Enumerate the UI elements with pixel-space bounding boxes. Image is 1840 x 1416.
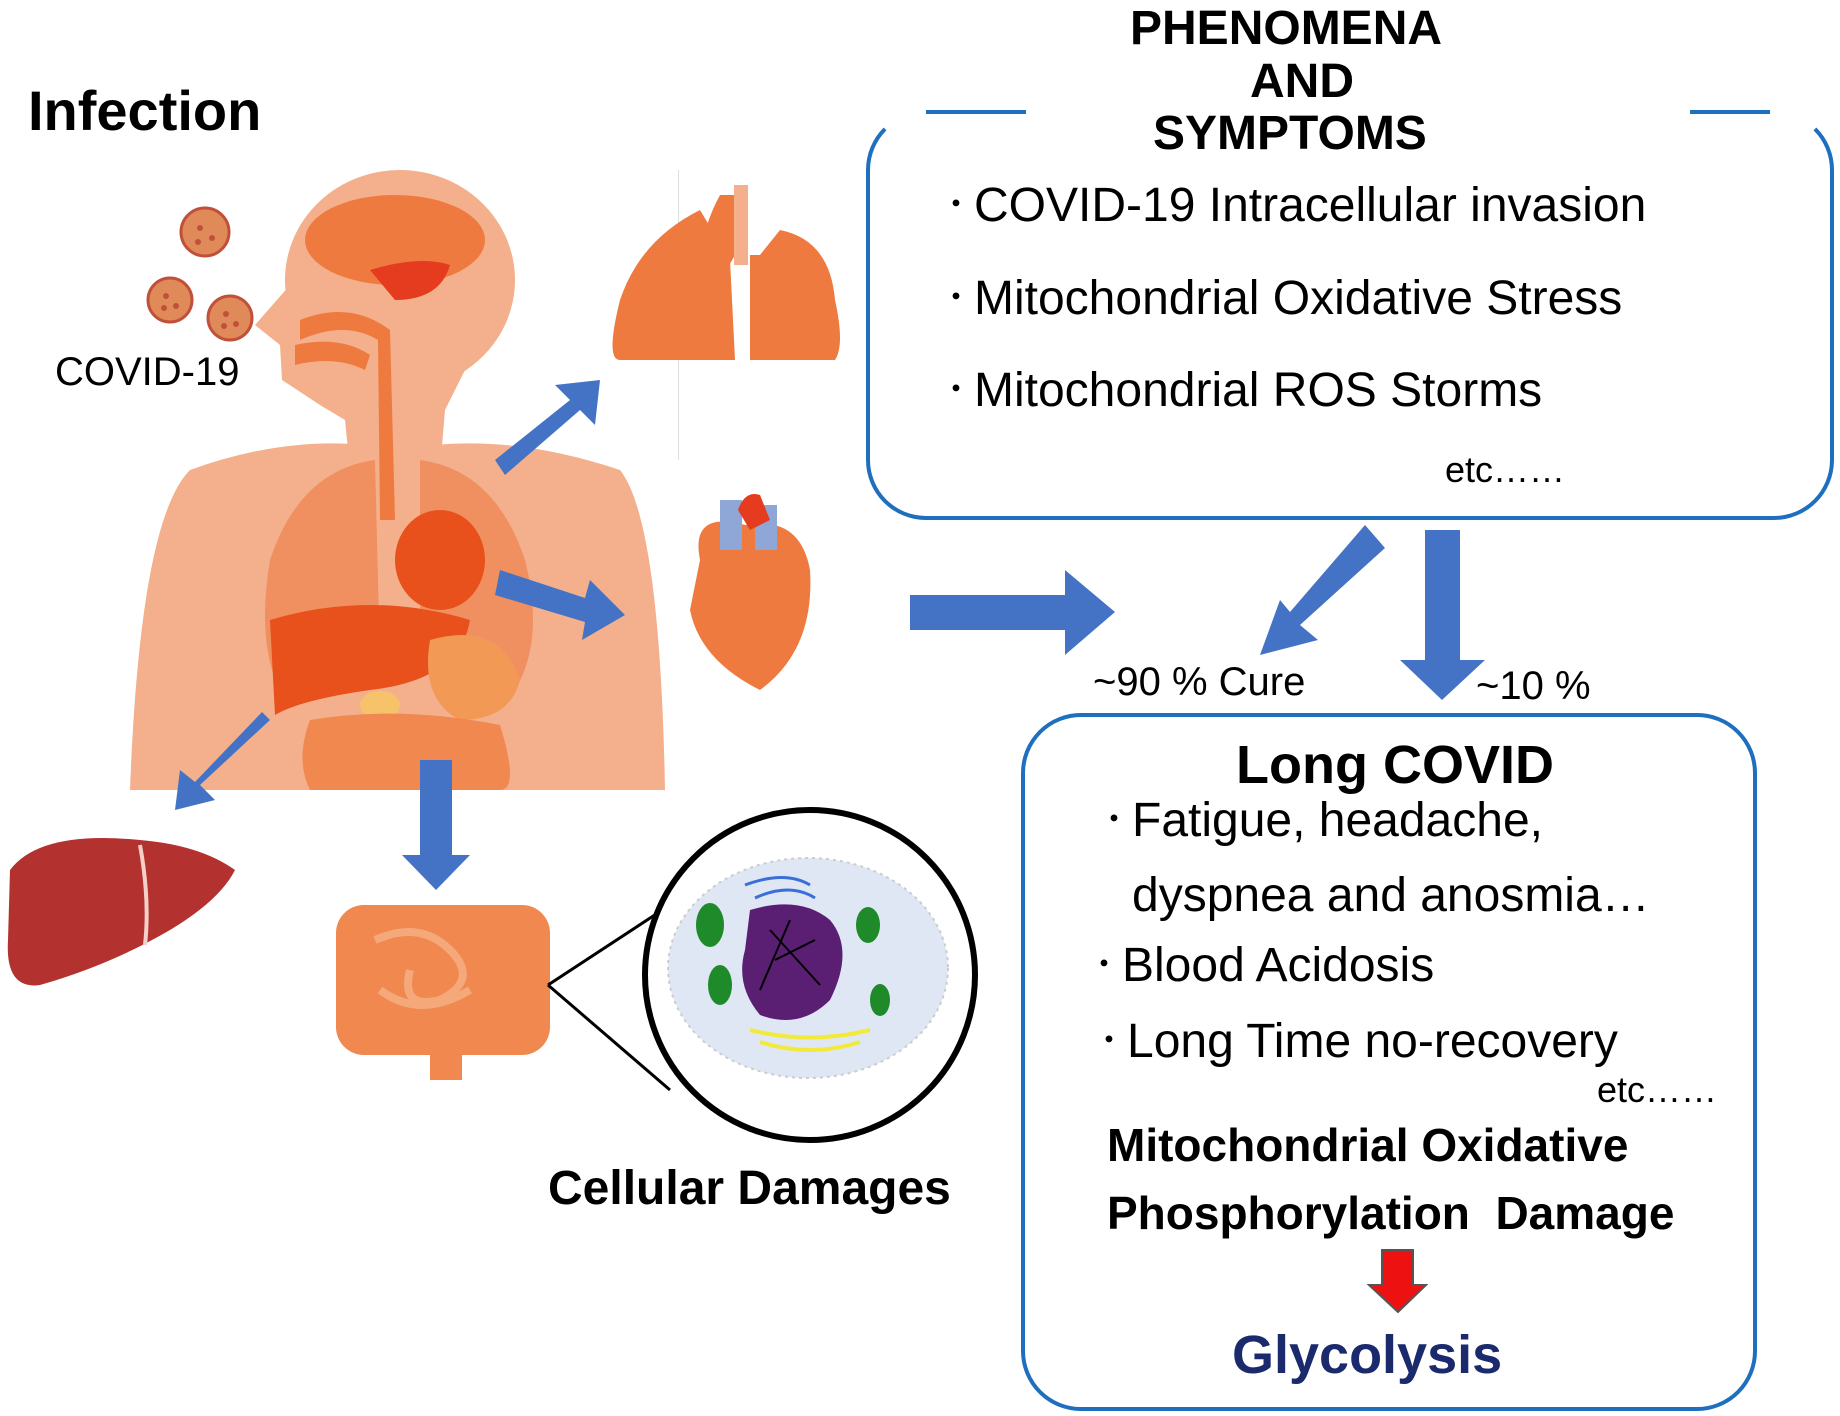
cure-label: ~90 % Cure bbox=[1093, 660, 1306, 704]
phenomena-bullet-2: ・Mitochondrial Oxidative Stress bbox=[940, 272, 1623, 325]
phenomena-box-top-left bbox=[926, 110, 1026, 114]
long-covid-bullet-3: ・Long Time no-recovery bbox=[1093, 1015, 1618, 1068]
long-covid-etc: etc…… bbox=[1597, 1069, 1718, 1110]
heart-icon bbox=[690, 494, 811, 690]
glycolysis-label: Glycolysis bbox=[1232, 1325, 1503, 1385]
virus-label: COVID-19 bbox=[55, 350, 240, 394]
flow-arrows bbox=[175, 380, 1485, 890]
lungs-icon bbox=[612, 170, 840, 460]
phenomena-title-line-2: AND bbox=[1250, 55, 1354, 108]
long-covid-percent-label: ~10 % bbox=[1476, 664, 1591, 708]
human-body-icon bbox=[118, 170, 678, 790]
damage-line-2: Phosphorylation Damage bbox=[1107, 1187, 1675, 1239]
zoom-line bbox=[547, 903, 671, 987]
virus-icon bbox=[146, 206, 254, 342]
long-covid-bullet-2: ・Blood Acidosis bbox=[1088, 939, 1435, 992]
long-covid-title: Long COVID bbox=[1236, 735, 1554, 795]
phenomena-bullet-3: ・Mitochondrial ROS Storms bbox=[940, 364, 1543, 417]
cellular-damages-label: Cellular Damages bbox=[548, 1162, 951, 1215]
red-down-arrow bbox=[1366, 1249, 1429, 1314]
phenomena-box-top-right bbox=[1690, 110, 1770, 114]
long-covid-bullet-1-cont: dyspnea and anosmia… bbox=[1132, 869, 1650, 922]
phenomena-title-line-3: SYMPTOMS bbox=[1153, 107, 1427, 160]
liver-icon bbox=[7, 838, 236, 986]
long-covid-box bbox=[1021, 713, 1757, 1411]
long-covid-bullet-1: ・Fatigue, headache, bbox=[1098, 794, 1543, 847]
zoom-line bbox=[547, 983, 671, 1092]
infection-label: Infection bbox=[28, 79, 262, 142]
phenomena-etc: etc…… bbox=[1445, 449, 1566, 490]
phenomena-bullet-1: ・COVID-19 Intracellular invasion bbox=[940, 179, 1647, 232]
phenomena-box bbox=[866, 110, 1834, 520]
phenomena-title-line-1: PHENOMENA bbox=[1130, 2, 1443, 55]
intestines-icon bbox=[336, 905, 550, 1080]
damage-line-1: Mitochondrial Oxidative bbox=[1107, 1119, 1629, 1171]
cell-icon bbox=[642, 807, 978, 1143]
